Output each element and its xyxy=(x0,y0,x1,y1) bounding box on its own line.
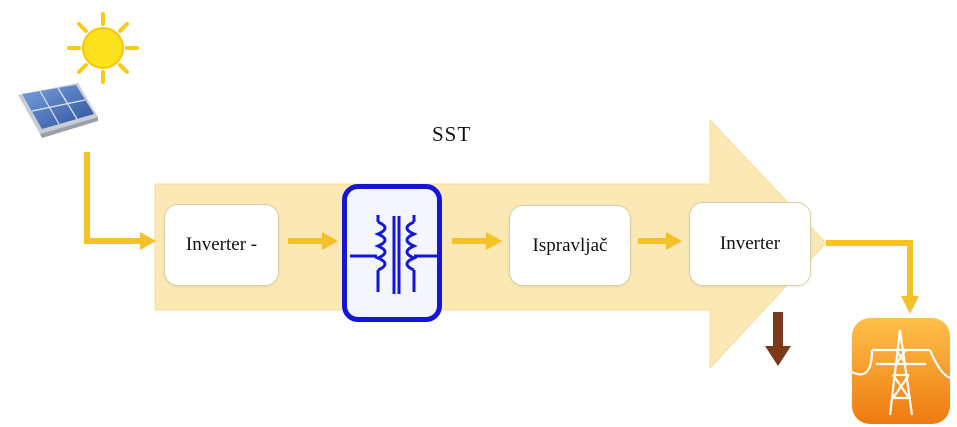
flow-arrow-inverter-to-transformer xyxy=(288,232,338,250)
power-grid-icon xyxy=(851,318,951,424)
transformer-icon xyxy=(342,184,442,322)
inverter-block-2: Inverter xyxy=(689,202,811,286)
inverter-1-label: Inverter - xyxy=(185,234,258,255)
inverter-block-1: Inverter - xyxy=(164,204,279,286)
solar-panel-icon xyxy=(18,83,98,138)
output-flow-arrow xyxy=(826,240,919,314)
flow-arrow-rectifier-to-inverter xyxy=(638,232,682,250)
input-flow-arrow xyxy=(84,152,156,250)
rectifier-label: Ispravljač xyxy=(532,234,608,256)
sst-title: SST xyxy=(432,122,472,146)
rectifier-block: Ispravljač xyxy=(509,205,631,286)
down-arrow-icon xyxy=(765,312,791,366)
flow-arrow-transformer-to-rectifier xyxy=(452,232,502,250)
sun-icon xyxy=(67,12,139,84)
inverter-2-label: Inverter xyxy=(719,233,781,254)
